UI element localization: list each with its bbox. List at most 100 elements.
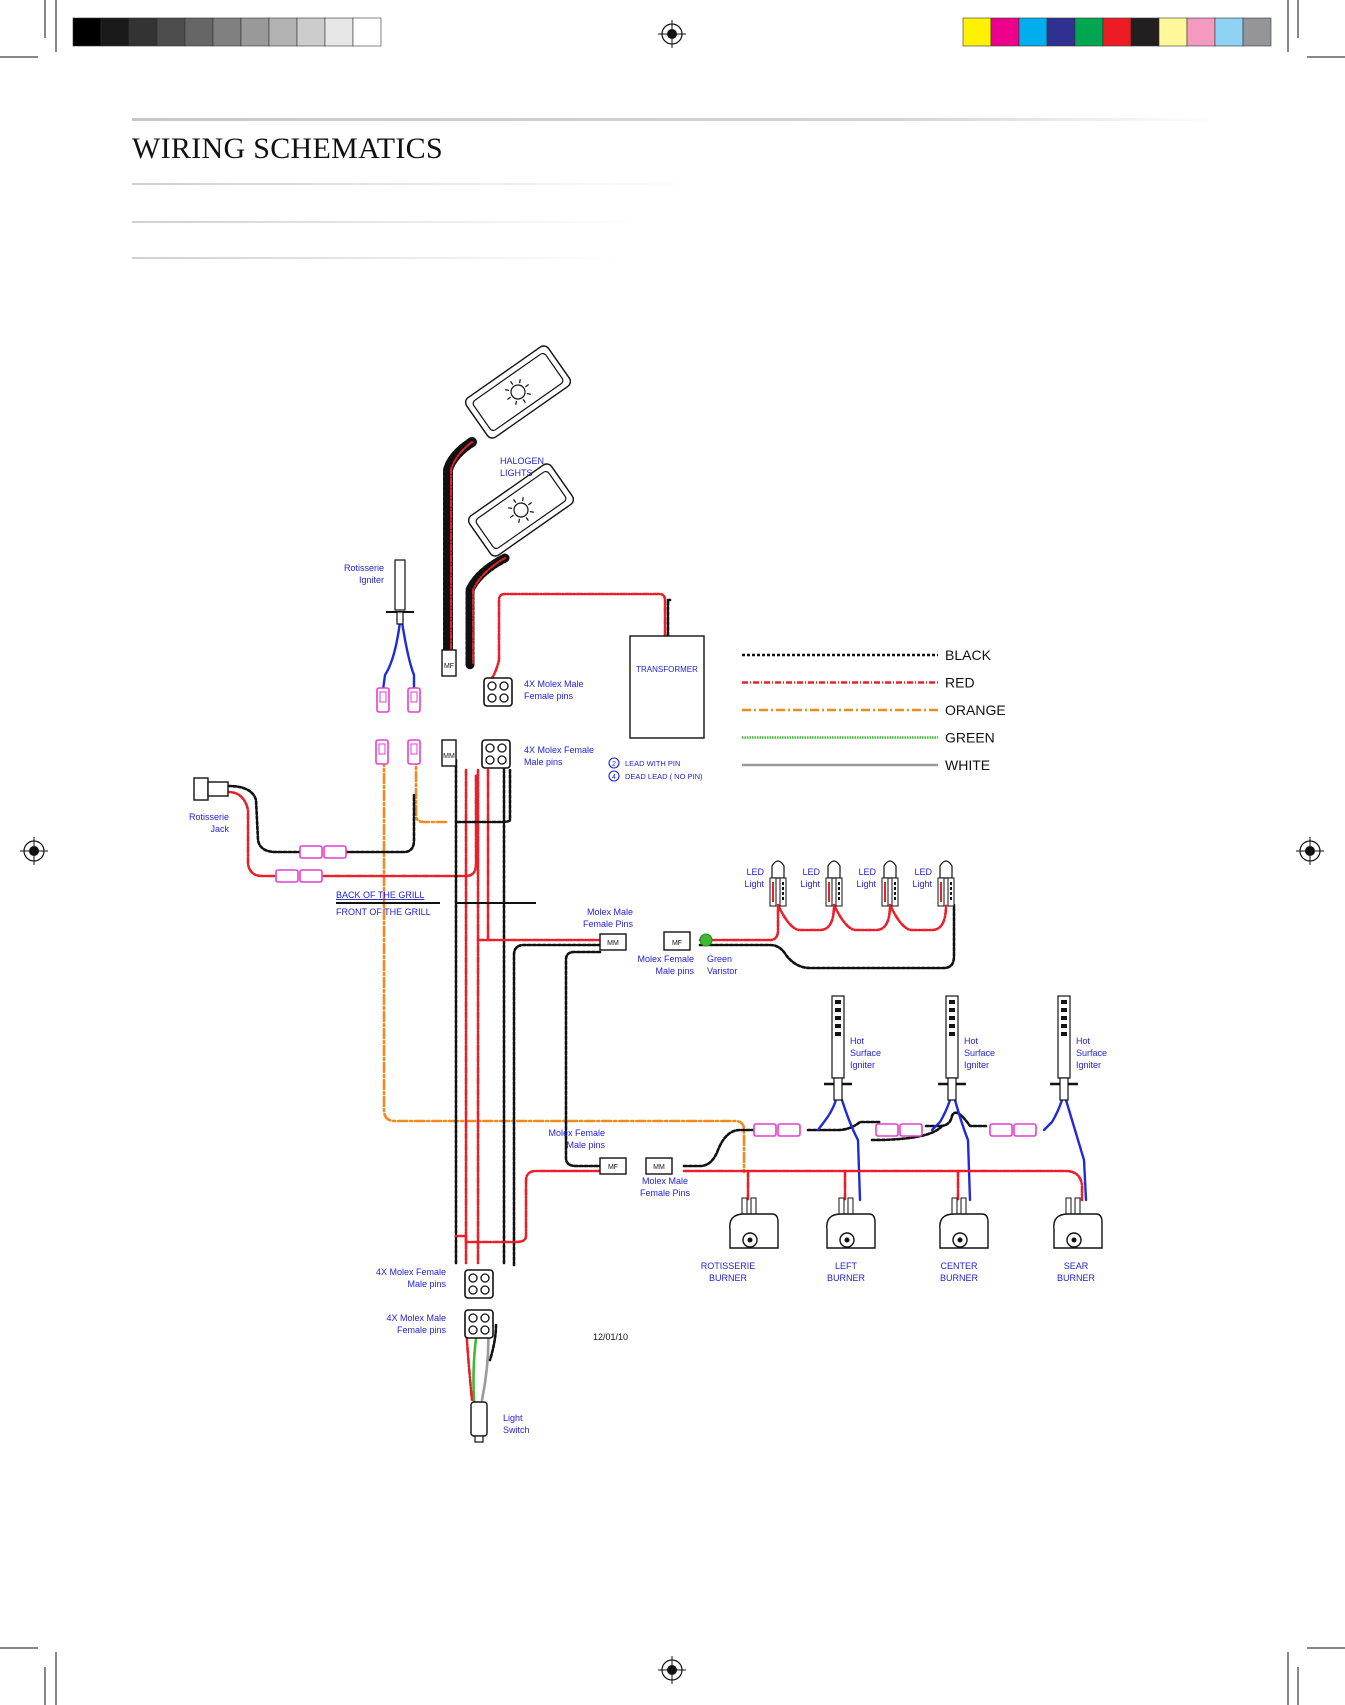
pin-key-symbol-1: 2 bbox=[612, 761, 616, 768]
inline-right bbox=[899, 1123, 923, 1137]
wire-trunk-link bbox=[454, 768, 512, 824]
header-rule-3 bbox=[132, 257, 622, 259]
wire-ign2-blue-b bbox=[953, 1098, 972, 1202]
color-swatch bbox=[1018, 17, 1048, 47]
igniter-dot bbox=[1061, 1000, 1067, 1004]
igniter-dot bbox=[949, 1024, 955, 1028]
igniter-base bbox=[1059, 1077, 1069, 1101]
burner-knob-center bbox=[844, 1237, 850, 1243]
inline-left bbox=[875, 1123, 899, 1137]
legend-label-white: WHITE bbox=[945, 757, 990, 773]
burner-spade-1 bbox=[741, 1197, 748, 1215]
gray-swatch bbox=[184, 17, 214, 47]
wire-rot-igniter-blue-2 bbox=[400, 620, 416, 692]
color-swatch-bar bbox=[962, 17, 1272, 47]
led-label-4-line2: Light bbox=[912, 879, 932, 889]
burner-body bbox=[939, 1213, 989, 1249]
labels: HALOGEN LIGHTS Rotisserie Igniter TRANSF… bbox=[189, 456, 737, 1435]
igniter-dot bbox=[1061, 1032, 1067, 1036]
burner-body bbox=[1053, 1213, 1103, 1249]
halogen-sun-ray bbox=[529, 510, 534, 513]
inline-right bbox=[777, 1123, 801, 1137]
pin-key-text-1: LEAD WITH PIN bbox=[625, 759, 680, 768]
igniter-base bbox=[947, 1077, 957, 1101]
burner-label-3-line2: BURNER bbox=[940, 1273, 979, 1283]
color-swatch bbox=[990, 17, 1020, 47]
wire-led-red-2 bbox=[832, 903, 892, 932]
inline-igniter-3 bbox=[989, 1123, 1037, 1137]
halogen-sun-ray bbox=[507, 396, 511, 400]
spade-slot bbox=[378, 743, 386, 755]
led-light-3 bbox=[881, 860, 899, 907]
label-molex-female-top-2: Male pins bbox=[524, 757, 563, 767]
inline-right bbox=[323, 845, 347, 859]
gray-swatch-bar bbox=[72, 17, 382, 47]
burner-spade-2 bbox=[1074, 1197, 1081, 1215]
molex-pin bbox=[480, 1313, 490, 1323]
halogen-sun-ray bbox=[510, 514, 514, 518]
header-rule-1 bbox=[132, 183, 702, 185]
wire-transformer-red bbox=[490, 592, 667, 680]
burner-knob-center bbox=[957, 1237, 963, 1243]
igniter-label-2-line2: Surface bbox=[964, 1048, 995, 1058]
inline-right bbox=[1013, 1123, 1037, 1137]
label-molex-female-mp-2: Male pins bbox=[655, 966, 694, 976]
burner-knob-center bbox=[747, 1237, 753, 1243]
halogen-sun-ray bbox=[513, 499, 517, 503]
color-swatch bbox=[962, 17, 992, 47]
rot-igniter-base bbox=[396, 611, 404, 625]
burner-label-4-line2: BURNER bbox=[1057, 1273, 1096, 1283]
molex-pin bbox=[468, 1325, 478, 1335]
wire-burner-red-bus bbox=[682, 1169, 1084, 1202]
burner-2 bbox=[826, 1197, 876, 1249]
molex-pin bbox=[499, 693, 509, 703]
spade-slot bbox=[379, 691, 387, 703]
wire-igniter-black-3 bbox=[924, 1111, 988, 1128]
burner-label-1-line2: BURNER bbox=[709, 1273, 748, 1283]
components bbox=[193, 345, 1103, 1443]
led-dome bbox=[827, 860, 841, 879]
label-light-switch-1: Light bbox=[503, 1413, 523, 1423]
burner-label-2-line1: LEFT bbox=[835, 1261, 858, 1271]
inline-jack-2 bbox=[275, 869, 323, 883]
halogen-light-1 bbox=[464, 345, 572, 439]
inline-left bbox=[299, 845, 323, 859]
gray-swatch bbox=[72, 17, 102, 47]
label-molex-female-bot-1: 4X Molex Female bbox=[376, 1267, 446, 1277]
label-back-of-grill: BACK OF THE GRILL bbox=[336, 890, 424, 900]
burner-spade-1 bbox=[838, 1197, 845, 1215]
wire-burner-red-back bbox=[464, 1169, 602, 1244]
inline-jack-1 bbox=[299, 845, 347, 859]
gray-swatch bbox=[128, 17, 158, 47]
molex-pin bbox=[480, 1325, 490, 1335]
light-switch-stem bbox=[474, 1435, 484, 1443]
molex-pin bbox=[468, 1273, 478, 1283]
label-halogen-2: LIGHTS bbox=[500, 468, 533, 478]
gray-swatch bbox=[212, 17, 242, 47]
green-varistor bbox=[699, 933, 713, 947]
burner-spade-1 bbox=[951, 1197, 958, 1215]
label-molex-female-low-2: Male pins bbox=[566, 1140, 605, 1150]
wire-led-red-3 bbox=[888, 903, 948, 932]
molex-pin bbox=[497, 743, 507, 753]
wire-switch-black bbox=[488, 1323, 498, 1362]
halogen-sun-ray bbox=[505, 389, 510, 392]
halogen-sun-ray bbox=[522, 399, 526, 403]
burner-label-3-line1: CENTER bbox=[940, 1261, 978, 1271]
wire-led-black bbox=[512, 943, 602, 1267]
wire-ign1-blue-a bbox=[816, 1098, 838, 1132]
gray-swatch bbox=[156, 17, 186, 47]
igniter-dot bbox=[1061, 1016, 1067, 1020]
rot-jack-barrel bbox=[207, 781, 229, 797]
molex-body bbox=[483, 677, 513, 707]
transformer-box bbox=[629, 635, 705, 739]
conn-mf-low-text: MF bbox=[608, 1164, 618, 1171]
led-label-4-line1: LED bbox=[914, 867, 932, 877]
molex-pin bbox=[485, 755, 495, 765]
wire-orange-short bbox=[414, 753, 448, 824]
color-swatch bbox=[1214, 17, 1244, 47]
color-swatch bbox=[1102, 17, 1132, 47]
